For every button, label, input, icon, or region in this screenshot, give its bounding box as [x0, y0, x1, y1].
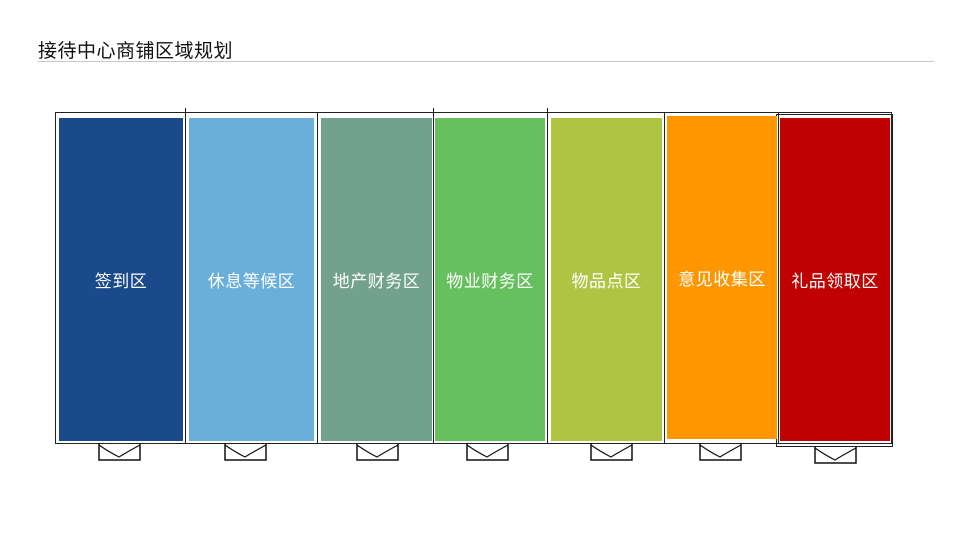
- zone-label: 休息等候区: [207, 272, 296, 292]
- page-title: 接待中心商铺区域规划: [38, 40, 234, 62]
- wall-divider: [778, 112, 779, 444]
- door-swing-icon: [814, 446, 857, 464]
- zone-real-estate-finance: 地产财务区: [321, 118, 432, 441]
- door-swing-icon: [590, 443, 633, 461]
- title-divider: [38, 61, 934, 62]
- zone-label: 物品点区: [571, 272, 642, 292]
- door-swing-icon: [466, 443, 509, 461]
- wall-divider: [433, 108, 434, 444]
- zone-property-finance: 物业财务区: [435, 118, 545, 441]
- zone-label: 意见收集区: [678, 270, 766, 290]
- door-swing-icon: [699, 443, 742, 461]
- zone-items: 物品点区: [551, 118, 662, 441]
- zone-gift-pickup: 礼品领取区: [780, 118, 890, 441]
- zone-label: 物业财务区: [446, 272, 534, 292]
- zone-feedback: 意见收集区: [667, 116, 777, 439]
- wall-divider: [317, 112, 318, 444]
- zone-sign-in: 签到区: [59, 118, 183, 441]
- floor-plan-outline: [55, 112, 892, 444]
- door-swing-icon: [224, 443, 267, 461]
- door-swing-icon: [356, 443, 399, 461]
- zone-label: 地产财务区: [332, 272, 421, 292]
- zone-waiting: 休息等候区: [189, 118, 314, 441]
- wall-divider: [547, 108, 548, 444]
- zone-label: 礼品领取区: [791, 272, 879, 292]
- wall-divider: [664, 112, 665, 444]
- zone-label: 签到区: [94, 272, 148, 292]
- door-swing-icon: [98, 443, 141, 461]
- wall-divider: [185, 108, 186, 444]
